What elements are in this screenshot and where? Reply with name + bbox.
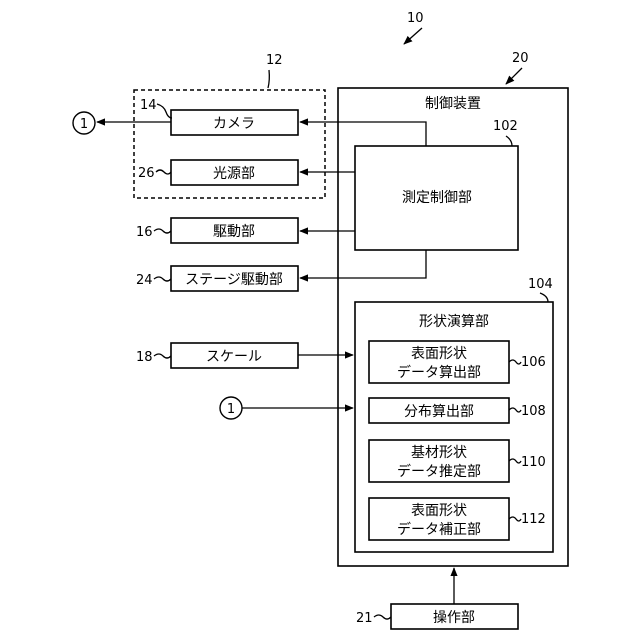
shape-calc-label: 形状演算部 bbox=[419, 314, 489, 330]
base-shape-estimate-line1: 基材形状 bbox=[411, 444, 467, 461]
drive-label: 駆動部 bbox=[213, 224, 255, 240]
surface-shape-calc-line1: 表面形状 bbox=[411, 346, 467, 362]
group-ref-label: 12 bbox=[266, 53, 283, 68]
stage-drive-ref: 24 bbox=[136, 273, 153, 288]
system-ref-label: 10 bbox=[407, 11, 424, 26]
connector-out-label: 1 bbox=[80, 117, 88, 132]
surface-shape-correct-line2: データ補正部 bbox=[397, 521, 481, 538]
operation-ref: 21 bbox=[356, 611, 373, 626]
measurement-control-label: 測定制御部 bbox=[402, 190, 472, 206]
distribution-calc-ref: 108 bbox=[521, 404, 546, 419]
camera-ref-leader bbox=[157, 104, 172, 118]
surface-shape-correct-line1: 表面形状 bbox=[411, 503, 467, 519]
scale-ref: 18 bbox=[136, 350, 153, 365]
light-source-label: 光源部 bbox=[213, 166, 255, 182]
surface-shape-calc-ref: 106 bbox=[521, 355, 546, 370]
control-device-ref-leader bbox=[506, 68, 522, 84]
camera-ref: 14 bbox=[140, 98, 157, 113]
measurement-control-ref: 102 bbox=[493, 119, 518, 134]
shape-calc-ref: 104 bbox=[528, 277, 553, 292]
camera-label: カメラ bbox=[213, 116, 255, 132]
stage-drive-ref-leader bbox=[154, 277, 171, 281]
surface-shape-calc-line2: データ算出部 bbox=[397, 364, 481, 381]
light-source-ref-leader bbox=[156, 170, 171, 174]
stage-drive-label: ステージ駆動部 bbox=[185, 272, 283, 288]
surface-shape-correct-ref: 112 bbox=[521, 512, 546, 527]
operation-label: 操作部 bbox=[433, 610, 475, 626]
light-source-ref: 26 bbox=[138, 166, 155, 181]
scale-ref-leader bbox=[154, 354, 171, 358]
drive-ref-leader bbox=[154, 229, 171, 233]
system-ref-leader bbox=[404, 28, 422, 44]
base-shape-estimate-ref: 110 bbox=[521, 455, 546, 470]
drive-ref: 16 bbox=[136, 225, 153, 240]
distribution-calc-label: 分布算出部 bbox=[404, 404, 474, 420]
group-ref-leader bbox=[268, 70, 269, 88]
base-shape-estimate-line2: データ推定部 bbox=[397, 463, 481, 480]
control-device-ref: 20 bbox=[512, 51, 529, 66]
scale-label: スケール bbox=[206, 349, 262, 365]
connector-in-label: 1 bbox=[227, 402, 235, 417]
control-device-label: 制御装置 bbox=[425, 96, 481, 112]
operation-ref-leader bbox=[374, 615, 391, 619]
